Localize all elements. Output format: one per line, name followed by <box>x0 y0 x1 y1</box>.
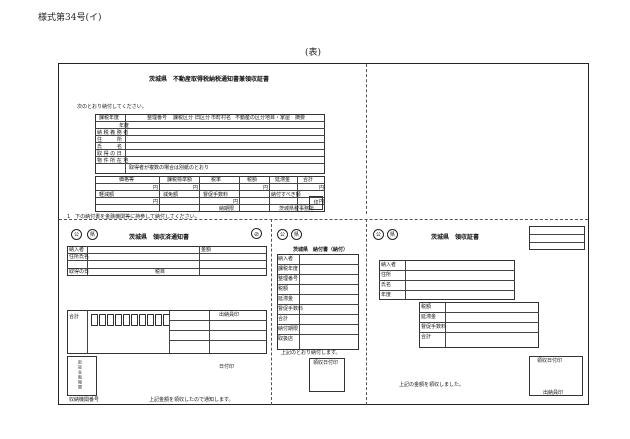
perforation-line <box>59 219 588 220</box>
slip-label-0: 納入者 <box>278 256 294 262</box>
seal-public: 公 <box>71 229 82 240</box>
receipt-date-stamp: 領収日付印 <box>537 358 563 364</box>
label-acquisition-date: 取 得 の 日 <box>97 151 122 157</box>
certificate-title: 茨城県 不動産取得税納税通知書兼領収証書 <box>149 76 270 83</box>
label-name: 氏 名 <box>97 144 123 150</box>
hdr-property: 不動産の区分 <box>235 115 266 121</box>
slip-label-8: 取扱店 <box>278 336 294 342</box>
receipt-seal-public: 公 <box>373 229 384 240</box>
stub-table <box>67 246 267 276</box>
divider-top-right <box>366 64 367 214</box>
receipt-label-0: 納入者 <box>381 262 397 268</box>
owner-note: 取得者が複数の場合は別紙のとおり <box>129 165 210 171</box>
slip-label-2: 整理番号 <box>278 276 299 282</box>
slip-stamp-box <box>309 358 345 392</box>
stub-vertical-box <box>67 356 97 396</box>
slip-label-6: 合計 <box>278 316 289 322</box>
side-label: (表) <box>305 48 322 58</box>
hdr-class: 課税区分 <box>173 115 194 121</box>
receipt-signature: 出納員印 <box>543 390 564 396</box>
stub-title: 茨城県 領収済通知書 <box>129 234 190 241</box>
yen-3: 円 <box>263 185 269 191</box>
slip-table <box>277 254 359 350</box>
stub-label-payer: 納入者 <box>69 247 85 253</box>
stub-label-taxitem: 税目 <box>155 269 166 275</box>
seal-prefecture: 県 <box>87 229 98 240</box>
th-base: 課税標準額 <box>167 177 193 183</box>
yen-5: 円 <box>153 199 159 205</box>
certificate-note: 次のとおり納付してください。 <box>77 104 147 110</box>
slip-seal-public: 公 <box>277 229 288 240</box>
hdr-number: 整理番号 <box>147 115 168 121</box>
th-price: 価格等 <box>119 177 135 183</box>
th-rate: 税率 <box>211 177 222 183</box>
receipt-label-1: 住所 <box>381 272 392 278</box>
slip-label-3: 税額 <box>278 286 289 292</box>
slip-title: 茨城県 納付書（納付） <box>293 247 349 253</box>
office-name: 茨城県税事務所 <box>279 206 315 212</box>
stub-bank-label: 取扱金融機関 <box>78 360 83 390</box>
receipt-label-6: 督促手数料 <box>421 324 447 330</box>
receipt-note: 上記の金額を領収しました。 <box>399 382 465 388</box>
receipt-title: 茨城県 領収証書 <box>431 234 480 241</box>
yen-2: 円 <box>193 185 199 191</box>
stub-label-date: 取得の日 <box>69 269 90 275</box>
reduce-2: 減免額 <box>163 192 179 198</box>
reduce-4: 納付すべき額 <box>271 192 301 198</box>
slip-label-1: 課税年度 <box>278 266 299 272</box>
perforation-vertical-1 <box>271 219 272 405</box>
value-table <box>95 176 325 212</box>
hdr-land: 地目・家屋 <box>265 115 291 121</box>
bottom-note: 1 下の納付書を金融機関等に持参して納付してください。 <box>67 214 200 220</box>
slip-label-7: 納付期限 <box>278 326 299 332</box>
tax-form: 茨城県 不動産取得税納税通知書兼領収証書 次のとおり納付してください。 課税年度… <box>58 63 589 405</box>
stub-amount-table <box>67 310 267 354</box>
receipt-stamp-box <box>529 356 583 396</box>
yen-7: 円 <box>319 199 325 205</box>
receipt-top-right-box <box>529 226 585 250</box>
reduce-3: 督促手数料 <box>203 192 229 198</box>
th-tax: 税額 <box>247 177 258 183</box>
yen-1: 円 <box>153 185 159 191</box>
stub-fund-label: 出納員印 <box>219 312 240 318</box>
hdr-old: 旧区分 <box>195 115 211 121</box>
hdr-city: 市町村名 <box>211 115 232 121</box>
receipt-seal-prefecture: 県 <box>387 229 398 240</box>
label-property-location: 物 件 所 在 地 <box>97 158 129 164</box>
slip-label-4: 延滞金 <box>278 296 294 302</box>
label-address: 住 所 <box>97 137 123 143</box>
stub-label-amount: 金額 <box>201 247 212 253</box>
stub-label-address: 住所氏名 <box>69 254 90 260</box>
stub-mark: ⊘ <box>251 228 262 239</box>
receipt-label-4: 税額 <box>421 304 432 310</box>
stub-bottom-right: 上記金額を領収したので通知します。 <box>149 397 234 403</box>
stub-label-total: 合計 <box>69 314 80 320</box>
receipt-amount-table <box>419 302 539 348</box>
yen-4: 円 <box>319 185 325 191</box>
receipt-label-2: 氏名 <box>381 282 392 288</box>
receipt-label-5: 延滞金 <box>421 314 437 320</box>
stub-amount-cells <box>91 314 170 326</box>
hdr-year: 課税年度 <box>99 115 120 121</box>
stub-bottom-left: 収納機関番号 <box>69 397 100 403</box>
slip-seal-prefecture: 県 <box>291 229 302 240</box>
certificate-table <box>95 114 325 174</box>
receipt-label-7: 合計 <box>421 334 432 340</box>
stub-date-stamp: 日付印 <box>219 364 235 370</box>
yen-6: 円 <box>233 199 239 205</box>
th-delay: 延滞金 <box>275 177 291 183</box>
label-taxpayer: 納 税 義 務 者 <box>97 130 129 136</box>
receipt-label-3: 年度 <box>381 292 392 298</box>
hdr-remarks: 摘要 <box>295 115 306 121</box>
payment-deadline: 納期限 <box>219 206 235 212</box>
slip-date-stamp: 領収日付印 <box>313 360 339 366</box>
slip-note: 上記のとおり納付します。 <box>281 350 341 356</box>
th-total: 合計 <box>303 177 314 183</box>
form-number: 様式第34号(イ) <box>38 13 102 23</box>
label-year: 年度 <box>119 123 130 129</box>
seal-box: 印 <box>309 196 323 210</box>
perforation-vertical-2 <box>366 219 367 405</box>
slip-label-5: 督促手数料 <box>278 306 304 312</box>
reduce-1: 軽減額 <box>99 192 115 198</box>
